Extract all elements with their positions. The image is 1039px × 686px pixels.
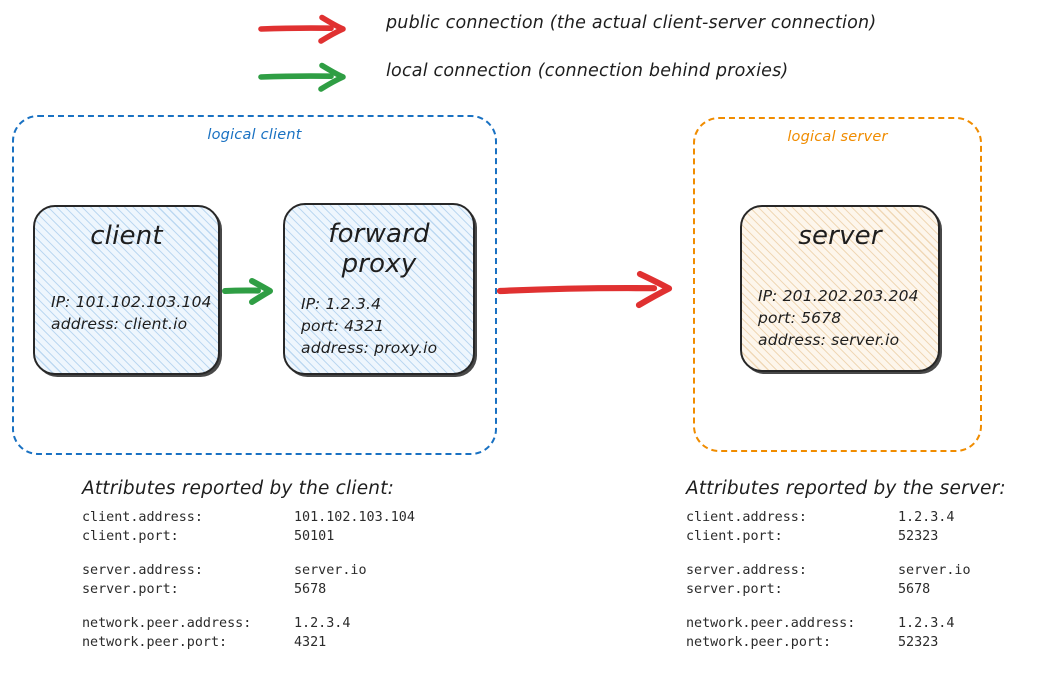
logical-server-group: logical server (693, 117, 982, 452)
node-client[interactable]: client IP: 101.102.103.104 address: clie… (33, 205, 220, 375)
node-server-title: server (798, 221, 882, 251)
attribute-value: 52323 (898, 529, 939, 545)
attribute-value: 1.2.3.4 (898, 616, 955, 632)
attribute-value: server.io (898, 563, 971, 579)
node-server-properties: IP: 201.202.203.204 port: 5678 address: … (758, 285, 919, 351)
node-forward-proxy[interactable]: forward proxy IP: 1.2.3.4 port: 4321 add… (283, 203, 475, 375)
logical-client-group: logical client (12, 115, 497, 455)
server-attributes-heading: Attributes reported by the server: (686, 478, 1006, 499)
attribute-row: server.address: server.io (82, 561, 415, 580)
attribute-row: client.address: 101.102.103.104 (82, 508, 415, 527)
node-proxy-prop-port: port: 4321 (301, 317, 385, 335)
attribute-key: server.port: (82, 582, 179, 598)
legend-label-public: public connection (the actual client-ser… (386, 13, 877, 33)
red-arrow-icon (258, 12, 358, 46)
attribute-row: network.peer.port: 52323 (686, 633, 1006, 652)
attribute-value: 5678 (898, 582, 931, 598)
local-connection-arrow (222, 274, 288, 308)
client-attributes-group: client.address: 101.102.103.104 client.p… (82, 508, 415, 546)
attribute-value: 101.102.103.104 (294, 510, 415, 525)
attribute-value: 4321 (294, 635, 327, 651)
node-forward-proxy-title: forward proxy (328, 219, 430, 280)
legend-label-local: local connection (connection behind prox… (386, 61, 789, 81)
attribute-key: network.peer.address: (686, 616, 856, 632)
server-attributes-group: network.peer.address: 1.2.3.4 network.pe… (686, 614, 1006, 652)
legend: public connection (the actual client-ser… (258, 8, 958, 94)
attribute-row: server.port: 5678 (686, 580, 1006, 599)
node-proxy-prop-address: address: proxy.io (301, 339, 438, 357)
attribute-key: network.peer.port: (82, 635, 228, 651)
attribute-key: server.address: (686, 563, 807, 579)
green-arrow-icon (258, 60, 358, 94)
attribute-row: client.port: 52323 (686, 527, 1006, 546)
public-connection-arrow (496, 264, 682, 312)
attribute-row: client.port: 50101 (82, 527, 415, 546)
node-proxy-prop-ip: IP: 1.2.3.4 (301, 295, 382, 313)
logical-client-label: logical client (207, 127, 302, 143)
node-server-prop-port: port: 5678 (758, 309, 842, 327)
attribute-key: server.address: (82, 563, 203, 579)
node-client-prop-address: address: client.io (51, 315, 188, 333)
node-server-prop-ip: IP: 201.202.203.204 (758, 287, 919, 305)
attribute-key: server.port: (686, 582, 783, 598)
node-client-title: client (90, 221, 163, 251)
node-client-properties: IP: 101.102.103.104 address: client.io (51, 291, 212, 335)
attribute-row: client.address: 1.2.3.4 (686, 508, 1006, 527)
attribute-value: 1.2.3.4 (294, 616, 351, 632)
client-attributes-group: server.address: server.io server.port: 5… (82, 561, 415, 599)
client-attributes-group: network.peer.address: 1.2.3.4 network.pe… (82, 614, 415, 652)
client-attributes-heading: Attributes reported by the client: (82, 478, 395, 499)
attribute-value: server.io (294, 563, 367, 579)
server-attributes-block: Attributes reported by the server: clien… (686, 478, 1006, 652)
node-server-prop-address: address: server.io (758, 331, 900, 349)
node-client-prop-ip: IP: 101.102.103.104 (51, 293, 212, 311)
node-server[interactable]: server IP: 201.202.203.204 port: 5678 ad… (740, 205, 940, 372)
attribute-row: network.peer.port: 4321 (82, 633, 415, 652)
server-attributes-group: server.address: server.io server.port: 5… (686, 561, 1006, 599)
legend-item-public: public connection (the actual client-ser… (258, 12, 958, 46)
attribute-key: client.port: (686, 529, 783, 545)
attribute-value: 5678 (294, 582, 327, 598)
node-forward-proxy-properties: IP: 1.2.3.4 port: 4321 address: proxy.io (301, 293, 437, 359)
attribute-value: 50101 (294, 529, 335, 545)
attribute-key: client.address: (82, 510, 203, 525)
client-attributes-block: Attributes reported by the client: clien… (82, 478, 415, 652)
attribute-row: server.port: 5678 (82, 580, 415, 599)
attribute-key: client.port: (82, 529, 179, 545)
legend-item-local: local connection (connection behind prox… (258, 60, 958, 94)
attribute-value: 1.2.3.4 (898, 510, 955, 525)
attribute-row: server.address: server.io (686, 561, 1006, 580)
attribute-row: network.peer.address: 1.2.3.4 (686, 614, 1006, 633)
attribute-key: network.peer.address: (82, 616, 252, 632)
attribute-row: network.peer.address: 1.2.3.4 (82, 614, 415, 633)
attribute-value: 52323 (898, 635, 939, 651)
attribute-key: client.address: (686, 510, 807, 525)
attribute-key: network.peer.port: (686, 635, 832, 651)
server-attributes-group: client.address: 1.2.3.4 client.port: 523… (686, 508, 1006, 546)
logical-server-label: logical server (787, 129, 888, 145)
